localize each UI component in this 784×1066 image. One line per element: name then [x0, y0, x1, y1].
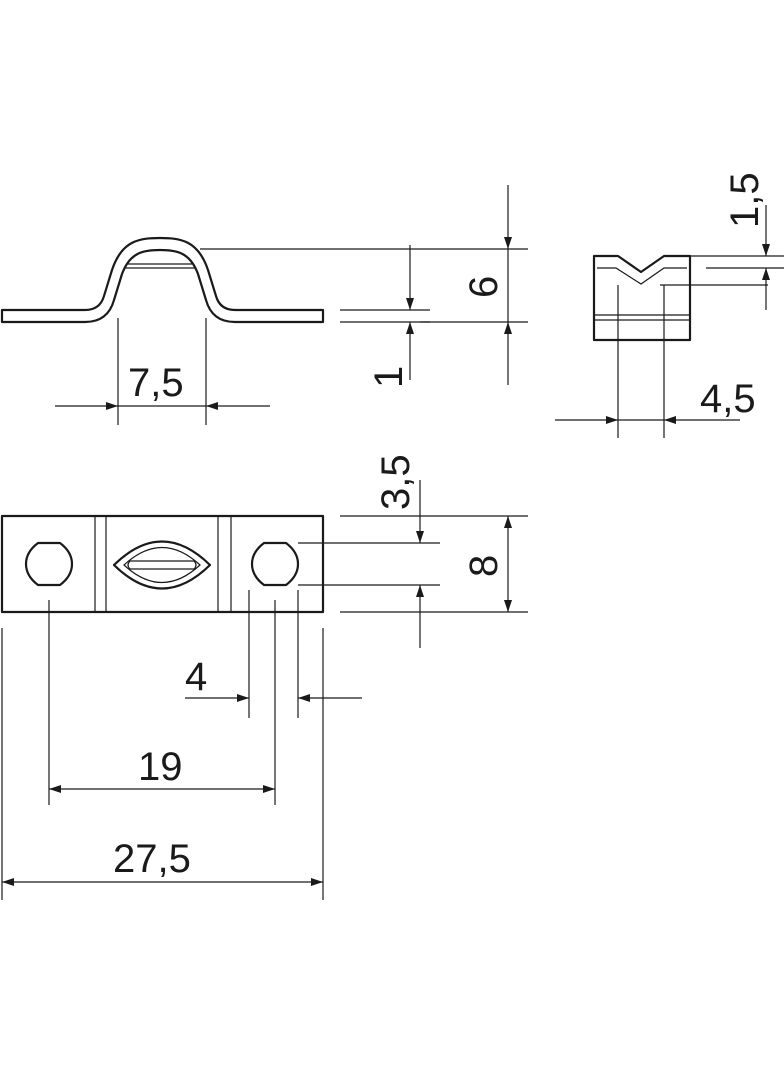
center-lens-inner — [123, 546, 201, 584]
dim-label-6: 6 — [462, 276, 506, 298]
side-groove — [597, 267, 687, 285]
side-block — [592, 254, 692, 342]
dim-label-3-5: 3,5 — [374, 454, 418, 510]
plan-outline — [0, 514, 325, 614]
dim-label-27-5: 27,5 — [113, 837, 191, 881]
dim-label-19: 19 — [138, 745, 183, 789]
dim-label-1: 1 — [367, 366, 411, 388]
dim-label-7-5: 7,5 — [128, 361, 184, 405]
dim-label-1-5: 1,5 — [723, 172, 767, 228]
mounting-hole-left — [24, 541, 74, 587]
center-lens-slot — [127, 560, 197, 570]
dim-label-4: 4 — [185, 655, 207, 699]
dim-label-4-5: 4,5 — [700, 377, 756, 421]
plan-view: 3,5 8 4 19 27,5 — [0, 454, 528, 900]
mounting-hole-right — [250, 541, 300, 587]
center-lens-outer — [112, 540, 212, 590]
dim-label-8: 8 — [462, 555, 506, 577]
clamp-profile — [0, 236, 325, 324]
front-view: 7,5 1 6 — [0, 185, 528, 425]
side-view: 1,5 4,5 — [555, 172, 784, 438]
